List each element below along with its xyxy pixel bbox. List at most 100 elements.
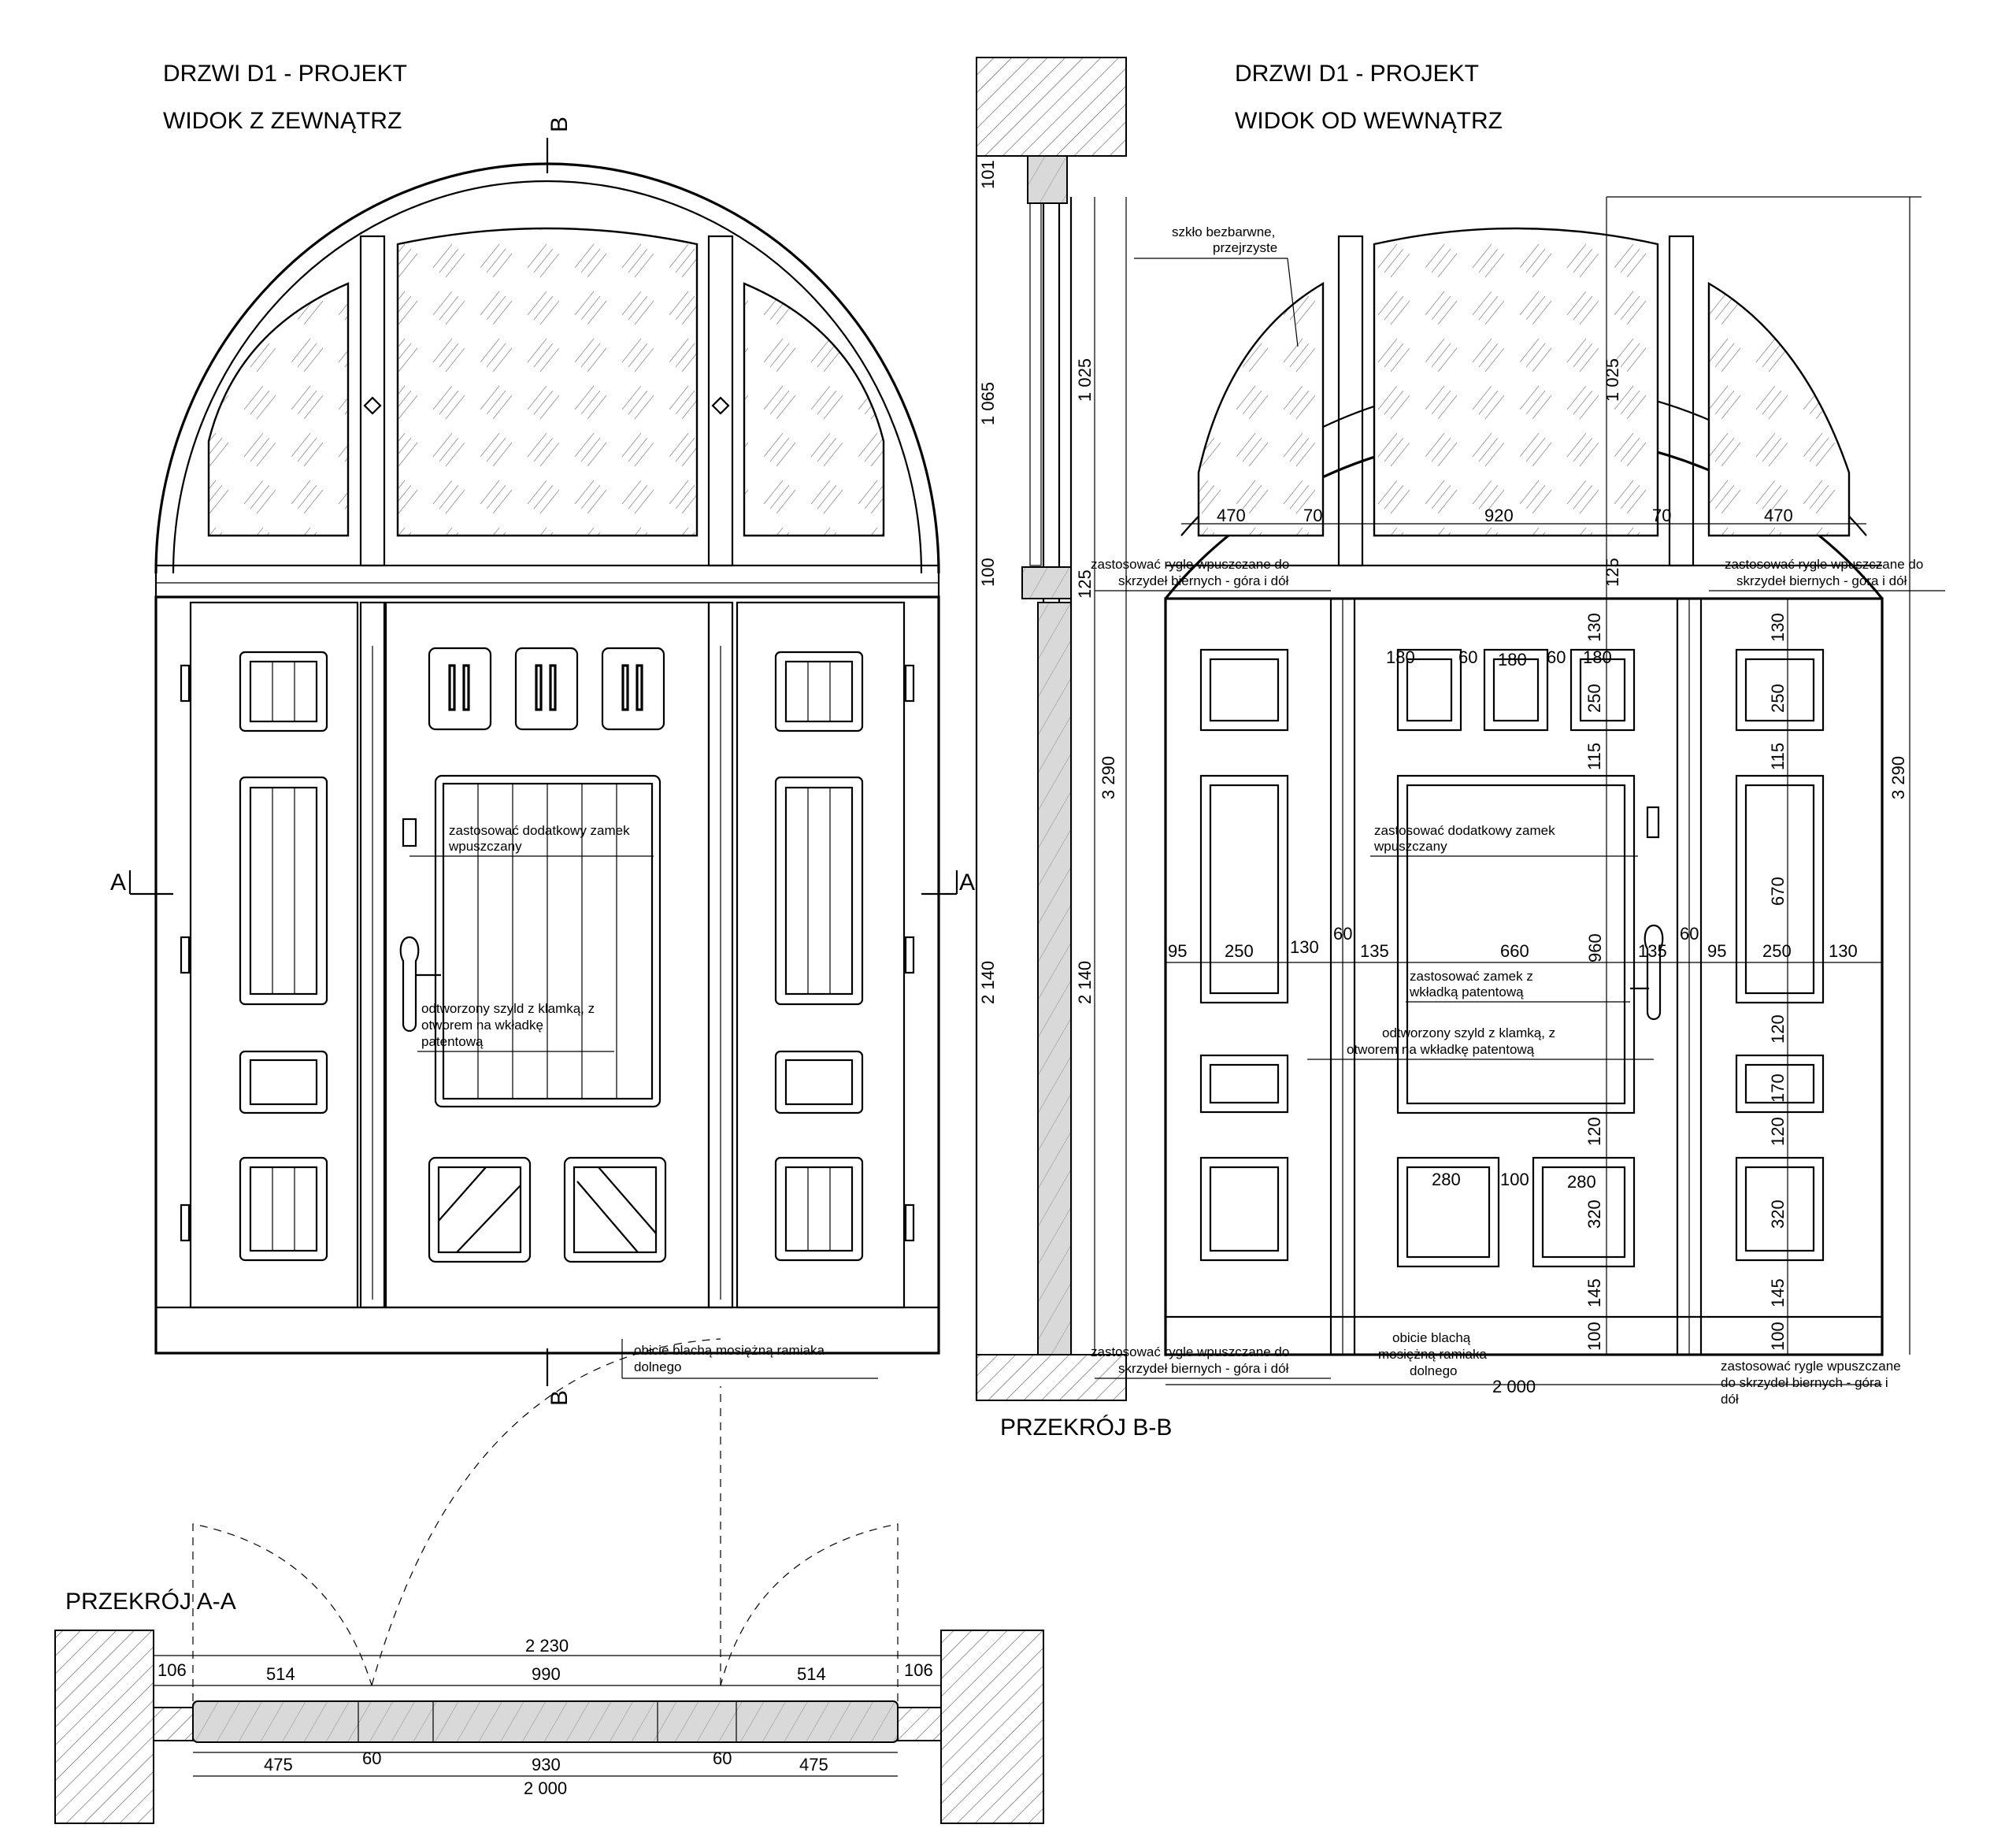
svg-text:135: 135 — [1638, 941, 1667, 961]
svg-text:320: 320 — [1768, 1200, 1788, 1229]
svg-text:zastosować dodatkowy zamek: zastosować dodatkowy zamek — [449, 823, 630, 838]
svg-text:odtworzony szyld z klamką, z: odtworzony szyld z klamką, z — [421, 1001, 595, 1016]
svg-text:170: 170 — [1768, 1074, 1788, 1103]
svg-text:280: 280 — [1432, 1170, 1461, 1189]
svg-text:zastosować rygle wpuszczane: zastosować rygle wpuszczane — [1721, 1359, 1901, 1374]
section-bb-title: PRZEKRÓJ B-B — [1000, 1415, 1172, 1441]
interior-title-1: DRZWI D1 - PROJEKT — [1235, 61, 1479, 87]
svg-text:125: 125 — [1075, 569, 1095, 599]
svg-text:320: 320 — [1584, 1200, 1604, 1229]
svg-text:475: 475 — [264, 1755, 293, 1774]
svg-text:120: 120 — [1584, 1117, 1604, 1146]
svg-text:125: 125 — [1603, 558, 1622, 587]
svg-text:100: 100 — [1500, 1170, 1529, 1189]
svg-text:514: 514 — [266, 1664, 295, 1684]
svg-text:A: A — [110, 870, 126, 896]
svg-text:280: 280 — [1567, 1172, 1596, 1192]
svg-text:wpuszczany: wpuszczany — [448, 839, 522, 854]
exterior-title-2: WIDOK Z ZEWNĄTRZ — [163, 108, 402, 134]
svg-text:1 025: 1 025 — [1603, 358, 1622, 402]
svg-text:otworem na wkładkę: otworem na wkładkę — [421, 1018, 543, 1033]
svg-text:100: 100 — [1584, 1322, 1604, 1351]
svg-text:szkło bezbarwne,: szkło bezbarwne, — [1172, 224, 1275, 239]
svg-text:180: 180 — [1498, 650, 1527, 669]
svg-text:106: 106 — [904, 1660, 933, 1680]
interior-notes: szkło bezbarwne, przejrzyste zastosować … — [1091, 224, 1945, 1407]
svg-text:60: 60 — [713, 1748, 732, 1768]
section-aa: 2 230 106 514 990 514 106 475 60 930 60 … — [54, 1338, 1044, 1824]
svg-text:135: 135 — [1360, 941, 1389, 961]
svg-text:patentową: patentową — [421, 1034, 484, 1049]
svg-text:95: 95 — [1168, 941, 1187, 961]
svg-text:obicie blachą: obicie blachą — [1392, 1330, 1471, 1345]
svg-text:180: 180 — [1386, 647, 1415, 667]
svg-text:60: 60 — [1680, 924, 1699, 944]
dim-fan-470-right: 470 — [1764, 506, 1793, 525]
svg-text:zastosować rygle wpuszczane do: zastosować rygle wpuszczane do — [1091, 1344, 1289, 1359]
svg-text:960: 960 — [1585, 933, 1605, 962]
svg-text:475: 475 — [799, 1755, 828, 1774]
svg-text:930: 930 — [532, 1755, 561, 1774]
svg-text:130: 130 — [1290, 937, 1319, 957]
svg-text:zastosować rygle wpuszczane do: zastosować rygle wpuszczane do — [1725, 557, 1923, 572]
svg-text:1 025: 1 025 — [1075, 358, 1095, 402]
svg-text:101: 101 — [978, 160, 998, 189]
svg-text:106: 106 — [158, 1660, 187, 1680]
svg-text:250: 250 — [1225, 941, 1254, 961]
svg-text:skrzydeł biernych - góra i dół: skrzydeł biernych - góra i dół — [1736, 573, 1907, 588]
svg-text:120: 120 — [1768, 1117, 1788, 1146]
svg-text:180: 180 — [1583, 647, 1612, 667]
exterior-notes: zastosować dodatkowy zamek wpuszczany od… — [410, 823, 878, 1379]
dim-fan-470-left: 470 — [1217, 506, 1246, 525]
svg-text:obicie blachą mosiężną ramiaka: obicie blachą mosiężną ramiaka — [634, 1343, 825, 1358]
svg-text:115: 115 — [1768, 743, 1788, 770]
svg-text:A: A — [959, 870, 975, 896]
svg-text:145: 145 — [1768, 1278, 1788, 1307]
svg-text:2 140: 2 140 — [978, 961, 998, 1004]
interior-dimensions: 470 70 920 70 470 1 025 3 290 125 180 60… — [1168, 358, 1908, 1396]
svg-text:zastosować rygle wpuszczane do: zastosować rygle wpuszczane do — [1091, 557, 1289, 572]
svg-text:250: 250 — [1762, 941, 1792, 961]
svg-text:dolnego: dolnego — [634, 1359, 682, 1374]
svg-text:60: 60 — [1458, 647, 1477, 667]
svg-text:wkładką patentową: wkładką patentową — [1409, 985, 1524, 999]
svg-text:mosiężną ramiaka: mosiężną ramiaka — [1378, 1347, 1487, 1362]
interior-elevation — [1164, 227, 1884, 1356]
svg-text:120: 120 — [1768, 1014, 1788, 1044]
svg-text:3 290: 3 290 — [1099, 756, 1118, 799]
svg-text:2 000: 2 000 — [524, 1778, 567, 1798]
svg-text:odtworzony szyld z klamką, z: odtworzony szyld z klamką, z — [1382, 1025, 1555, 1040]
svg-text:145: 145 — [1584, 1278, 1604, 1307]
svg-text:60: 60 — [362, 1748, 381, 1768]
svg-text:130: 130 — [1584, 613, 1604, 642]
svg-text:wpuszczany: wpuszczany — [1373, 839, 1447, 854]
svg-text:do skrzydeł biernych - góra i: do skrzydeł biernych - góra i — [1721, 1375, 1888, 1390]
svg-text:130: 130 — [1829, 941, 1858, 961]
svg-text:60: 60 — [1333, 924, 1352, 944]
svg-text:250: 250 — [1584, 684, 1604, 713]
exterior-title-1: DRZWI D1 - PROJEKT — [163, 61, 407, 87]
svg-text:skrzydeł biernych - góra i dół: skrzydeł biernych - góra i dół — [1118, 573, 1289, 588]
svg-text:dół: dół — [1721, 1392, 1739, 1407]
exterior-elevation — [154, 162, 940, 1355]
svg-text:130: 130 — [1768, 613, 1788, 642]
interior-title-2: WIDOK OD WEWNĄTRZ — [1235, 108, 1503, 134]
svg-text:250: 250 — [1768, 684, 1788, 713]
svg-text:2 230: 2 230 — [525, 1636, 569, 1656]
svg-text:115: 115 — [1584, 743, 1604, 770]
svg-text:670: 670 — [1768, 877, 1788, 906]
svg-text:100: 100 — [1768, 1322, 1788, 1351]
svg-text:zastosować dodatkowy zamek: zastosować dodatkowy zamek — [1374, 823, 1555, 838]
svg-text:60: 60 — [1547, 647, 1566, 667]
svg-text:660: 660 — [1500, 941, 1529, 961]
section-markers: A A B B — [110, 117, 975, 1406]
svg-text:zastosować zamek z: zastosować zamek z — [1410, 969, 1533, 984]
dim-fan-920: 920 — [1484, 506, 1514, 525]
svg-text:B: B — [547, 1390, 573, 1406]
svg-text:3 290: 3 290 — [1888, 756, 1908, 799]
svg-text:otworem na wkładkę patentową: otworem na wkładkę patentową — [1347, 1042, 1535, 1057]
section-bb: 101 1 065 1 025 100 125 3 290 2 140 2 14… — [975, 57, 1127, 1401]
interior-dimension-lines — [1166, 196, 1922, 1385]
svg-text:100: 100 — [978, 558, 998, 587]
